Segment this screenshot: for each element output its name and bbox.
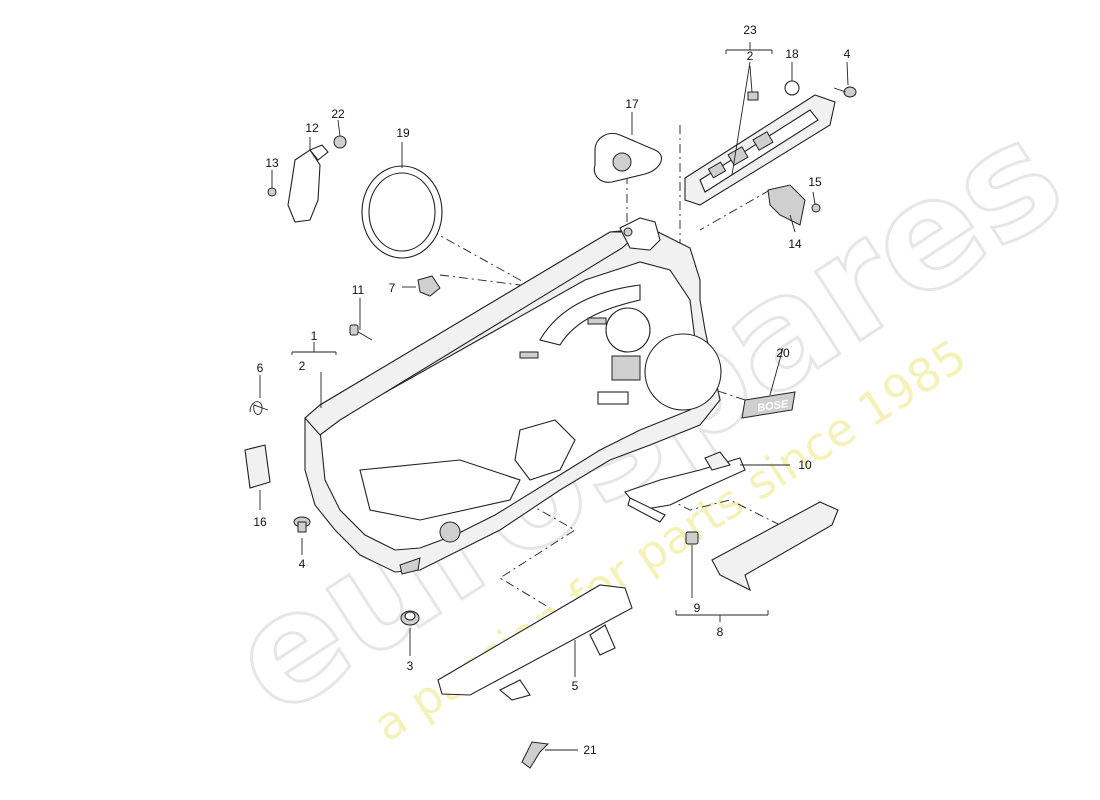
clip-2-top (747, 91, 759, 101)
callout-14: 14 (788, 237, 802, 251)
callout-11: 11 (352, 283, 365, 297)
cap-9 (685, 531, 699, 545)
tweeter-opening (605, 307, 651, 353)
bose-control-block (611, 355, 641, 381)
callout-1: 1 (311, 329, 318, 343)
callout-17: 17 (625, 97, 639, 111)
callout-22: 22 (331, 107, 345, 121)
bose-badge: BOSE (741, 391, 796, 419)
callout-16: 16 (253, 515, 267, 529)
callout-6: 6 (257, 361, 264, 375)
cover-plate (767, 184, 806, 226)
callout-21: 21 (583, 743, 597, 757)
window-trim (619, 217, 661, 251)
callout-2: 2 (299, 359, 306, 373)
callout-4-lower: 4 (299, 557, 306, 571)
callout-23: 23 (743, 23, 757, 37)
door-pull-handle (624, 451, 746, 523)
bose-badge-text: BOSE (757, 398, 790, 414)
armrest-cover-8 (711, 501, 839, 592)
bolt-11 (349, 324, 373, 341)
callout-5: 5 (572, 679, 579, 693)
callout-labels: 1 2 3 4 5 6 7 8 9 10 11 12 13 14 15 16 1… (253, 23, 850, 757)
seal-ring-18 (784, 80, 800, 96)
bracket-21 (521, 741, 550, 769)
spring-clip-6 (249, 401, 269, 415)
callout-3: 3 (407, 659, 414, 673)
callout-12: 12 (305, 121, 319, 135)
switch-recess (597, 391, 629, 405)
screw-4-upper (833, 86, 857, 98)
panel-screw-hole (439, 521, 461, 543)
callout-2-top: 2 (747, 49, 754, 63)
callout-8: 8 (717, 625, 724, 639)
end-cap-16 (244, 444, 271, 489)
leader-lines (259, 42, 849, 751)
armrest-5 (437, 584, 633, 701)
callout-10: 10 (798, 458, 812, 472)
door-release-mechanism (267, 135, 347, 223)
mirror-triangle-cover (593, 132, 663, 183)
panel-emblem-slot (519, 351, 539, 359)
callout-18: 18 (785, 47, 799, 61)
callout-13: 13 (265, 156, 279, 170)
speaker-opening (644, 333, 722, 411)
callout-15: 15 (808, 175, 822, 189)
clip-7 (417, 275, 441, 297)
callout-20: 20 (776, 346, 790, 360)
grommet-3 (400, 610, 420, 626)
screw-4-lower (293, 516, 311, 533)
callout-9: 9 (694, 601, 701, 615)
clip-22 (333, 135, 347, 149)
callout-19: 19 (396, 126, 410, 140)
callout-4-upper: 4 (844, 47, 851, 61)
callout-7: 7 (389, 281, 396, 295)
speaker-seal-ring (361, 165, 443, 259)
door-trim-panel (304, 227, 722, 575)
switch-housing (684, 94, 836, 206)
screw-13 (267, 187, 277, 197)
screw-15 (811, 203, 821, 213)
